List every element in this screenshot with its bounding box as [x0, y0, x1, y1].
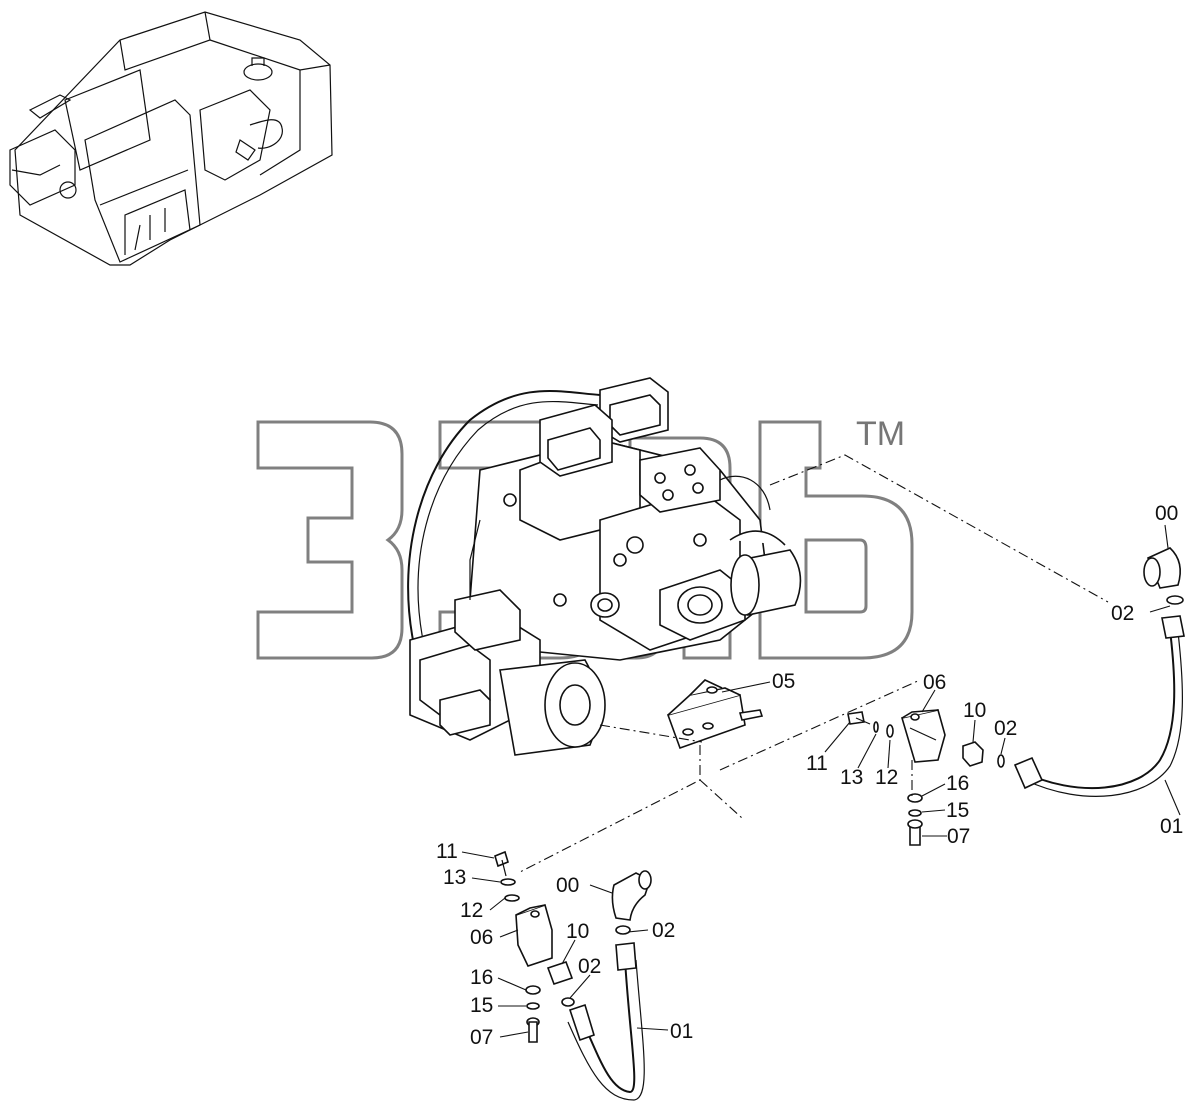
- callout-11: 11: [806, 752, 828, 775]
- callout-12: 12: [875, 766, 898, 789]
- trademark-symbol: TM: [856, 415, 905, 453]
- callout-02: 02: [1111, 602, 1134, 625]
- callout-13: 13: [443, 866, 466, 889]
- callout-00: 00: [556, 874, 579, 897]
- assembly-centerlines: [519, 454, 1109, 873]
- callout-11: 11: [436, 840, 458, 863]
- callout-06: 06: [923, 671, 946, 694]
- callout-02: 02: [652, 919, 675, 942]
- callout-10: 10: [963, 699, 986, 722]
- callout-labels: 00 02 01 02 10 06 11 13 12 16 15 07 05 1…: [436, 502, 1183, 1049]
- lower-bracket-group: [494, 850, 652, 1101]
- callout-16: 16: [946, 772, 969, 795]
- machine-locator-thumbnail: [9, 11, 333, 266]
- right-bracket-group: [666, 547, 1185, 846]
- hydraulic-pump-assembly: [407, 377, 802, 756]
- callout-06: 06: [470, 926, 493, 949]
- callout-07: 07: [470, 1026, 493, 1049]
- callout-02: 02: [994, 717, 1017, 740]
- callout-12: 12: [460, 899, 483, 922]
- callout-07: 07: [947, 825, 970, 848]
- callout-15: 15: [946, 799, 969, 822]
- callout-leaders: [461, 524, 1181, 1038]
- callout-02: 02: [578, 955, 601, 978]
- callout-01: 01: [670, 1020, 693, 1043]
- callout-10: 10: [566, 920, 589, 943]
- callout-00: 00: [1155, 502, 1178, 525]
- callout-16: 16: [470, 966, 493, 989]
- callout-13: 13: [840, 766, 863, 789]
- callout-01: 01: [1160, 815, 1183, 838]
- callout-05: 05: [772, 670, 795, 693]
- callout-15: 15: [470, 994, 493, 1017]
